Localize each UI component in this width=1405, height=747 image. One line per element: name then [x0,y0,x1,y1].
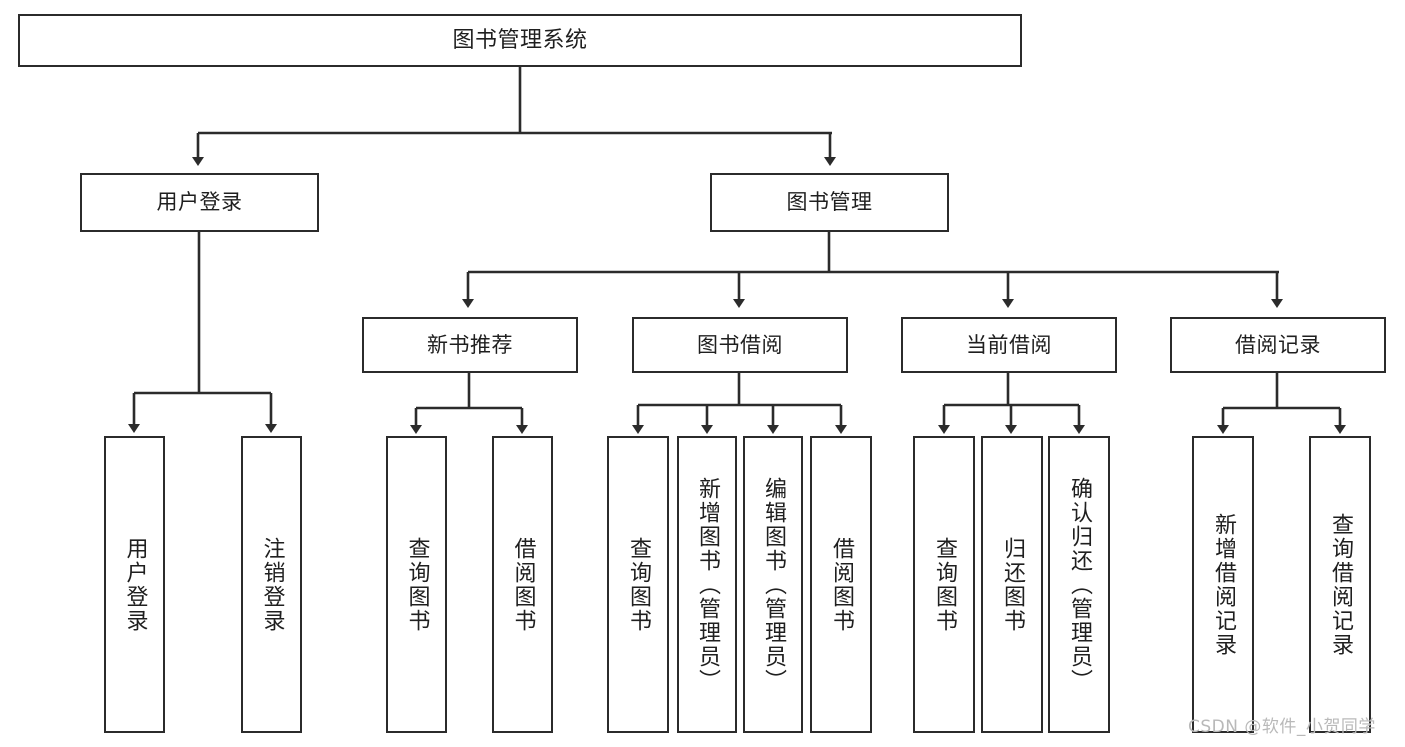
leaf-add-record-label: 新增借阅记录 [1210,512,1236,657]
leaf-user-logout-label: 注销登录 [259,536,285,633]
leaf-query-record-label: 查询借阅记录 [1327,512,1353,657]
node-book-borrow[interactable]: 图书借阅 [632,317,848,373]
leaf-borrow-book-2[interactable]: 借阅图书 [810,436,872,733]
node-book-borrow-label: 图书借阅 [697,332,783,357]
leaf-edit-book-label: 编辑图书（管理员） [760,476,786,693]
node-root[interactable]: 图书管理系统 [18,14,1022,67]
node-user-login-label: 用户登录 [156,190,243,215]
leaf-return-book-label: 归还图书 [999,536,1025,633]
leaf-query-book-1[interactable]: 查询图书 [386,436,447,733]
node-borrow-record[interactable]: 借阅记录 [1170,317,1386,373]
node-book-manage-label: 图书管理 [786,190,873,215]
node-user-login[interactable]: 用户登录 [80,173,319,232]
leaf-borrow-book-2-label: 借阅图书 [828,536,854,633]
leaf-user-login-label: 用户登录 [122,536,148,633]
leaf-confirm-return[interactable]: 确认归还（管理员） [1048,436,1110,733]
leaf-query-book-2[interactable]: 查询图书 [607,436,669,733]
leaf-query-book-3-label: 查询图书 [931,536,957,633]
leaf-return-book[interactable]: 归还图书 [981,436,1043,733]
leaf-add-record[interactable]: 新增借阅记录 [1192,436,1254,733]
leaf-borrow-book-1-label: 借阅图书 [510,536,536,633]
leaf-user-logout[interactable]: 注销登录 [241,436,302,733]
leaf-user-login[interactable]: 用户登录 [104,436,165,733]
node-current-borrow-label: 当前借阅 [966,332,1052,357]
node-new-book-recommend-label: 新书推荐 [427,332,513,357]
leaf-query-book-2-label: 查询图书 [625,536,651,633]
leaf-query-book-3[interactable]: 查询图书 [913,436,975,733]
node-book-manage[interactable]: 图书管理 [710,173,949,232]
leaf-borrow-book-1[interactable]: 借阅图书 [492,436,553,733]
leaf-query-book-1-label: 查询图书 [404,536,430,633]
csdn-watermark: CSDN @软件_小贺同学 [1188,717,1376,737]
node-root-label: 图书管理系统 [452,27,588,53]
node-new-book-recommend[interactable]: 新书推荐 [362,317,578,373]
leaf-edit-book[interactable]: 编辑图书（管理员） [743,436,803,733]
leaf-add-book-label: 新增图书（管理员） [694,476,720,693]
leaf-query-record[interactable]: 查询借阅记录 [1309,436,1371,733]
leaf-confirm-return-label: 确认归还（管理员） [1066,476,1092,693]
node-borrow-record-label: 借阅记录 [1235,332,1321,357]
node-current-borrow[interactable]: 当前借阅 [901,317,1117,373]
leaf-add-book[interactable]: 新增图书（管理员） [677,436,737,733]
